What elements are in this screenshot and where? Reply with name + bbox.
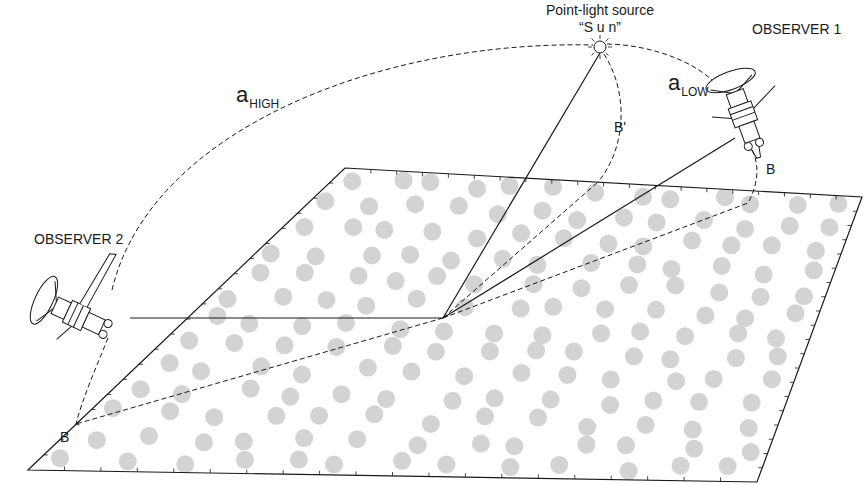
- angle-symbol: a: [236, 84, 248, 106]
- light-source-label: Point-light source: [546, 3, 654, 17]
- angle-subscript: HIGH: [249, 98, 279, 110]
- elevation-arc-obs2: [76, 338, 108, 424]
- ray-lines: [130, 53, 735, 318]
- surface-plane: [28, 168, 862, 482]
- observer-label: OBSERVER 2: [34, 232, 123, 246]
- phase-arc-high: [112, 45, 593, 290]
- sun-label: “S u n”: [579, 20, 621, 34]
- edge-ticks: [44, 169, 857, 481]
- dashed-lines: [76, 44, 757, 424]
- angle-subscript: LOW: [681, 86, 708, 98]
- angle-label: B: [60, 430, 69, 444]
- surface-dots: [51, 171, 847, 479]
- elevation-arc-obs1: [748, 150, 757, 203]
- sun-symbol: [588, 35, 612, 59]
- spacecraft-observer-2: [23, 231, 140, 358]
- angle-label: B: [766, 162, 775, 176]
- angle-symbol: a: [668, 72, 680, 94]
- observer-label: OBSERVER 1: [752, 22, 841, 36]
- elevation-arc-sun: [598, 54, 621, 182]
- angle-label: B': [614, 120, 626, 134]
- phase-arc-low: [607, 44, 712, 80]
- spacecraft-observer-1: [699, 58, 796, 167]
